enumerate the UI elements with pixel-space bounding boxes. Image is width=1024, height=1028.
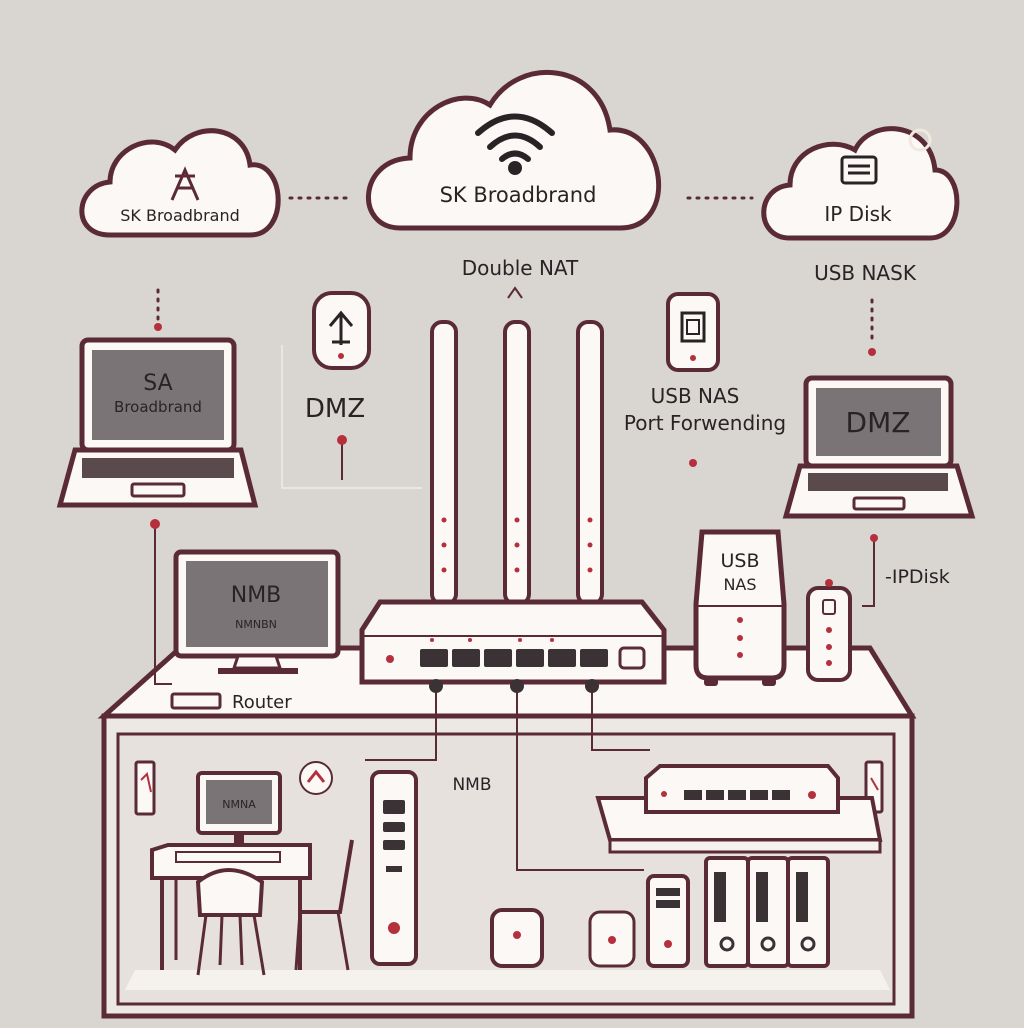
network-switch [646,766,838,812]
router-antennas [432,322,602,604]
laptop-right-screen: DMZ [846,406,911,439]
laptop-left-line2: Broadbrand [114,398,202,416]
laptop-left-line1: SA [143,371,172,396]
pc-tower [372,772,416,964]
cloud-right-label: IP Disk [824,202,892,226]
usb-nas-mid-label: USB NAS [651,384,740,408]
connector-dot [337,435,347,445]
connector-dot [154,323,162,331]
laptop-right: DMZ [786,378,972,516]
ipdisk-label: -IPDisk [885,566,950,588]
cloud-right: IP Disk [764,129,957,238]
nmb-shelf-label: NMB [452,775,491,795]
monitor-subtitle: NMNBN [235,618,277,631]
cloud-left-label: SK Broadbrand [120,206,240,225]
usb-nas-device: USB NAS [696,532,784,686]
wall-picture [136,762,154,814]
router-label: Router [232,692,292,713]
nas-box-line2: NAS [723,575,756,594]
dmz-left-label: DMZ [305,394,365,424]
cloud-center-label: SK Broadbrand [440,183,597,207]
router [362,602,664,682]
usb-nas-tag [668,294,718,370]
laptop-left: SA Broadbrand [60,340,255,505]
wall-outlet [590,912,634,966]
port-forwarding-label: Port Forwending [624,411,786,435]
server-bays [706,858,828,966]
connector-dot [689,459,697,467]
usb-nas-top-label: USB NASK [814,261,917,285]
dmz-tag-left [314,293,369,368]
double-nat-label: Double NAT [462,256,579,280]
small-monitor-screen: NMNA [222,798,256,811]
ipdisk-device [808,579,850,680]
up-arrow-icon [508,288,522,298]
nas-drive-small [648,876,688,966]
monitor-title: NMB [231,583,282,608]
wall-clock [300,762,332,794]
connector-dot [868,348,876,356]
cloud-left: SK Broadbrand [82,131,278,235]
connector-dot [150,519,160,529]
cloud-center: SK Broadbrand [368,72,658,228]
smart-plug [492,910,542,966]
monitor: NMB NMNBN [176,552,338,674]
connector-dot [870,534,878,542]
nas-box-line1: USB [720,550,759,572]
